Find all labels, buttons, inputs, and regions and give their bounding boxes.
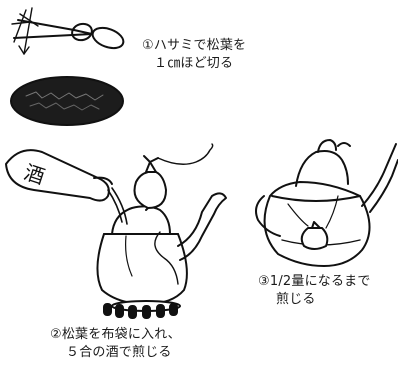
sake-bottle-icon [5,149,128,225]
step-2-caption: ②松葉を布袋に入れ、 ５合の酒で煎じる [50,326,181,362]
step-3-line-2: 煎じる [276,292,316,307]
pine-needles-icon [10,76,124,126]
kettle-half-icon [255,139,398,267]
step-1-caption: ①ハサミで松葉を １㎝ほど切る [142,37,246,73]
kettle-icon [96,192,227,305]
scissors-icon [13,19,125,50]
step-3-line-1: ③1/2量になるまで [258,274,371,289]
step-2-line-2: ５合の酒で煎じる [66,345,172,360]
step-1-line-2: １㎝ほど切る [154,56,234,71]
cut-needles-icon [11,7,39,55]
stove-burner-icon [103,300,181,319]
cloth-bag-icon [133,143,214,209]
step-3-caption: ③1/2量になるまで 煎じる [258,273,371,309]
step-2-line-1: ②松葉を布袋に入れ、 [50,327,181,342]
step-1-line-1: ①ハサミで松葉を [142,38,247,53]
